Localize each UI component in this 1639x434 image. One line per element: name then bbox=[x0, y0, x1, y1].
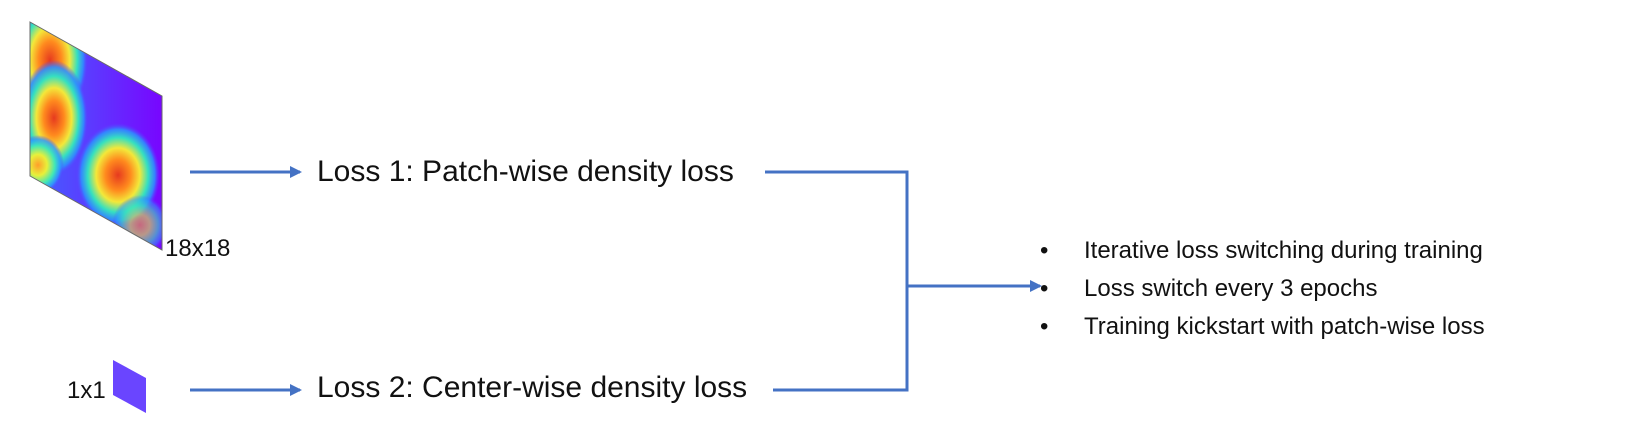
connector-loss-1 bbox=[765, 170, 909, 286]
bullet-icon: • bbox=[1040, 275, 1049, 302]
loss-1-label: Loss 1: Patch-wise density loss bbox=[317, 155, 734, 188]
bullet-icon: • bbox=[1040, 237, 1049, 264]
heatmap-1x1 bbox=[113, 360, 146, 413]
size-label-18x18: 18x18 bbox=[165, 235, 231, 262]
heatmap-18x18 bbox=[29, 21, 163, 251]
loss-2-label: Loss 2: Center-wise density loss bbox=[317, 371, 748, 404]
note-text: Training kickstart with patch-wise loss bbox=[1084, 313, 1485, 340]
connector-loss-2 bbox=[773, 286, 909, 392]
bullet-icon: • bbox=[1040, 313, 1049, 340]
size-label-1x1: 1x1 bbox=[67, 377, 106, 404]
note-text: Iterative loss switching during training bbox=[1084, 237, 1483, 264]
note-text: Loss switch every 3 epochs bbox=[1084, 275, 1378, 302]
